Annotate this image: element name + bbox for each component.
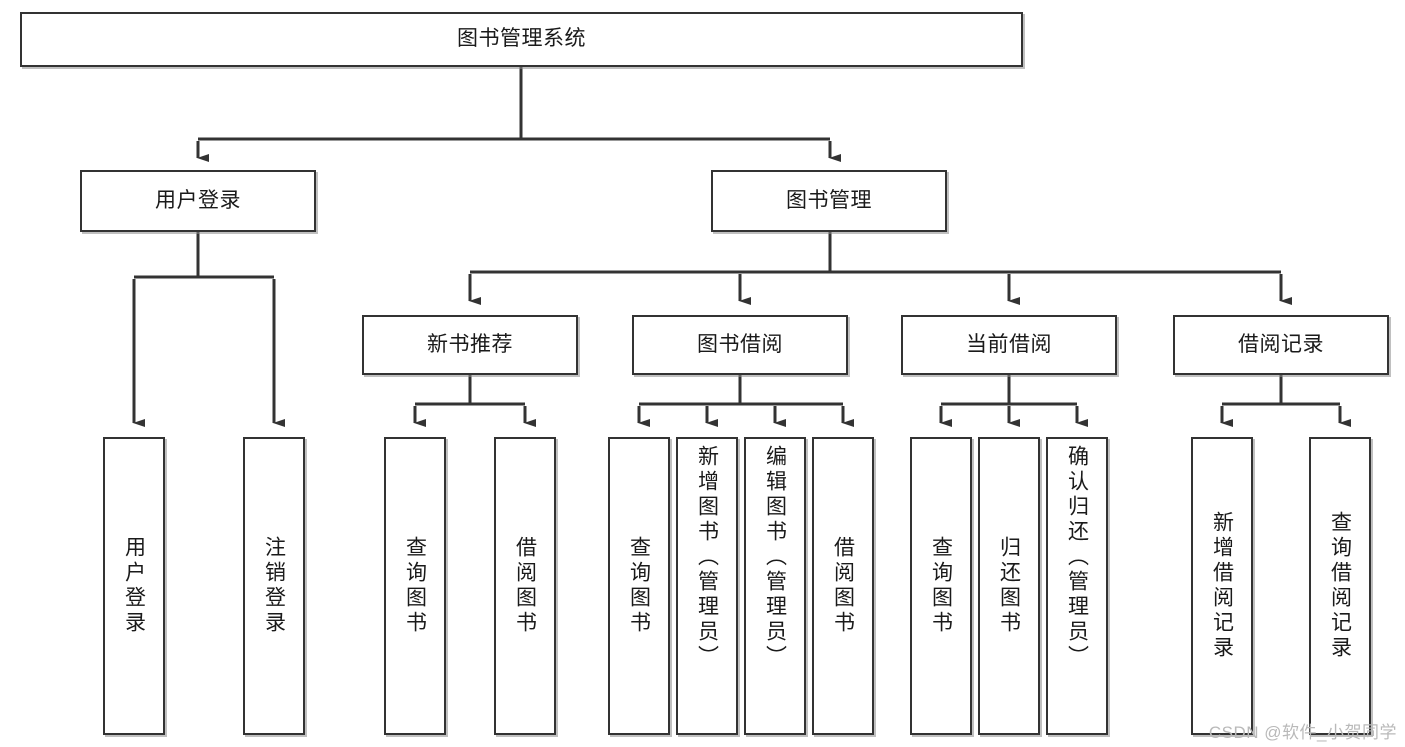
leaf-borrow-query-book-label: 查询图书 [627, 536, 651, 636]
node-borrow-record-label: 借阅记录 [1238, 332, 1324, 356]
node-user-login-label: 用户登录 [155, 188, 241, 212]
node-book-borrow[interactable]: 图书借阅 [632, 315, 848, 375]
leaf-current-confirm-return[interactable]: 确认归还（管理员） [1046, 437, 1108, 735]
leaf-record-query-label: 查询借阅记录 [1328, 511, 1352, 661]
node-new-book-recommend-label: 新书推荐 [427, 332, 513, 356]
leaf-new-book-query-label: 查询图书 [403, 536, 427, 636]
leaf-user-login-signout-label: 注销登录 [262, 536, 286, 636]
leaf-record-query[interactable]: 查询借阅记录 [1309, 437, 1371, 735]
leaf-current-query-book-label: 查询图书 [929, 536, 953, 636]
leaf-current-return-book[interactable]: 归还图书 [978, 437, 1040, 735]
leaf-borrow-edit-book[interactable]: 编辑图书（管理员） [744, 437, 806, 735]
leaf-record-add[interactable]: 新增借阅记录 [1191, 437, 1253, 735]
leaf-user-login-signin-label: 用户登录 [122, 536, 146, 636]
leaf-current-query-book[interactable]: 查询图书 [910, 437, 972, 735]
leaf-current-return-book-label: 归还图书 [997, 536, 1021, 636]
leaf-new-book-borrow[interactable]: 借阅图书 [494, 437, 556, 735]
leaf-user-login-signout[interactable]: 注销登录 [243, 437, 305, 735]
node-current-borrow[interactable]: 当前借阅 [901, 315, 1117, 375]
leaf-record-add-label: 新增借阅记录 [1210, 511, 1234, 661]
leaf-borrow-add-book[interactable]: 新增图书（管理员） [676, 437, 738, 735]
node-user-login[interactable]: 用户登录 [80, 170, 316, 232]
node-root[interactable]: 图书管理系统 [20, 12, 1023, 67]
leaf-new-book-borrow-label: 借阅图书 [513, 536, 537, 636]
leaf-borrow-borrow-book[interactable]: 借阅图书 [812, 437, 874, 735]
leaf-current-confirm-return-label: 确认归还（管理员） [1065, 445, 1089, 670]
node-book-borrow-label: 图书借阅 [697, 332, 783, 356]
node-book-management[interactable]: 图书管理 [711, 170, 947, 232]
watermark: CSDN @软件_小贺同学 [1208, 723, 1397, 742]
leaf-borrow-edit-book-label: 编辑图书（管理员） [763, 445, 787, 670]
node-current-borrow-label: 当前借阅 [966, 332, 1052, 356]
leaf-borrow-add-book-label: 新增图书（管理员） [695, 445, 719, 670]
node-new-book-recommend[interactable]: 新书推荐 [362, 315, 578, 375]
node-root-label: 图书管理系统 [457, 27, 586, 51]
leaf-user-login-signin[interactable]: 用户登录 [103, 437, 165, 735]
leaf-borrow-query-book[interactable]: 查询图书 [608, 437, 670, 735]
node-book-management-label: 图书管理 [786, 188, 872, 212]
leaf-new-book-query[interactable]: 查询图书 [384, 437, 446, 735]
leaf-borrow-borrow-book-label: 借阅图书 [831, 536, 855, 636]
node-borrow-record[interactable]: 借阅记录 [1173, 315, 1389, 375]
